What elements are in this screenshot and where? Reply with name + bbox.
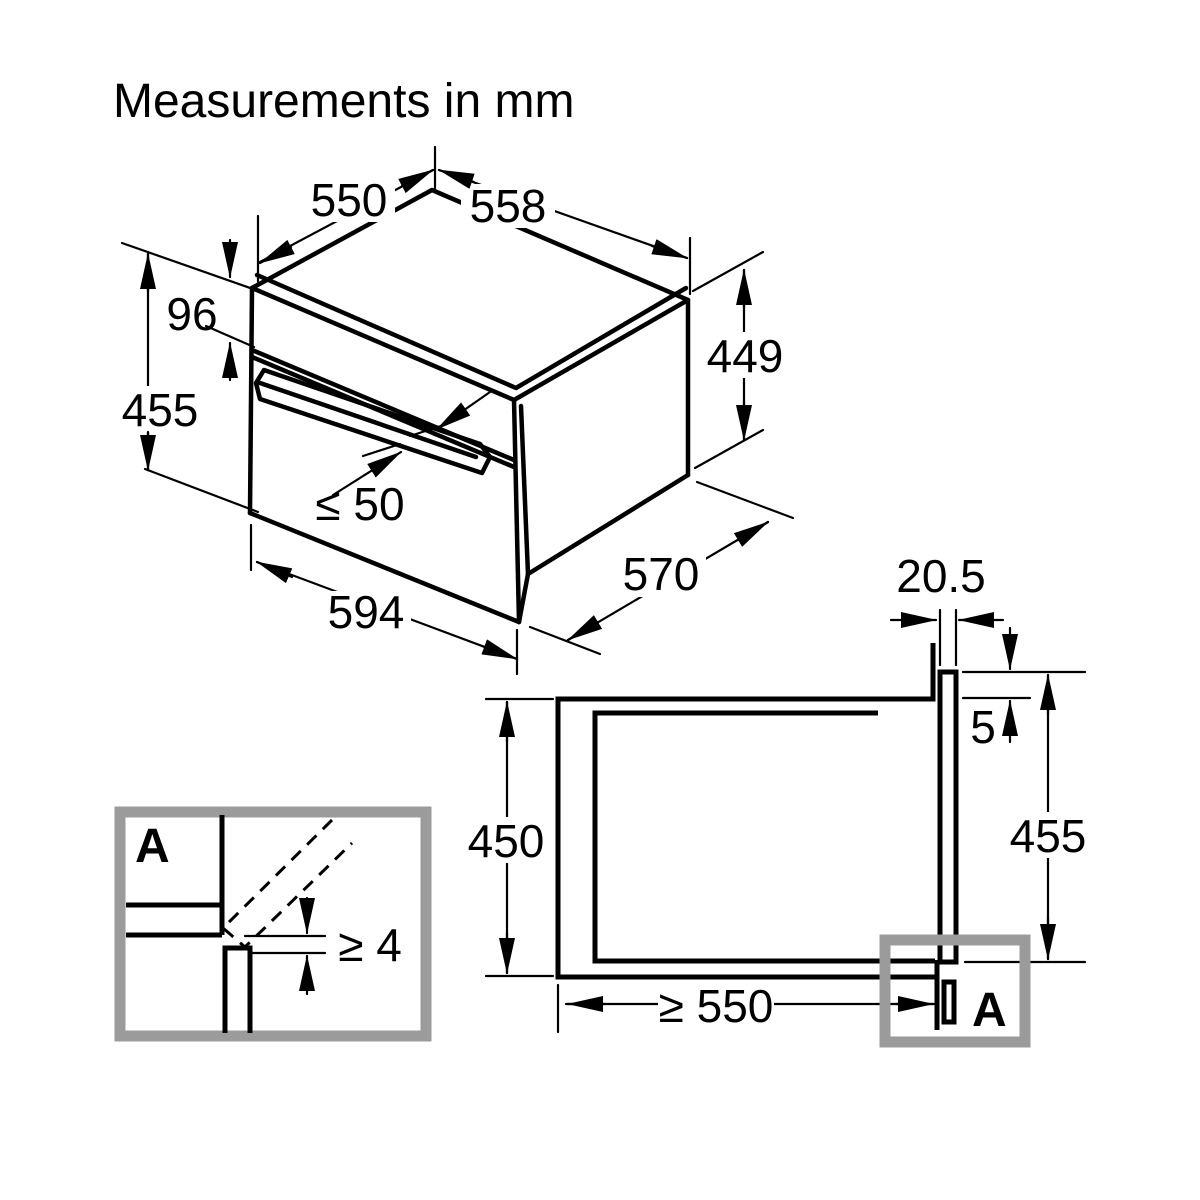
dim-449-label: 449 <box>707 330 784 382</box>
dim-455-front-label: 455 <box>122 384 199 436</box>
niche-extension-lines <box>484 608 1087 1034</box>
detail-marker-a-label: A <box>972 984 1007 1037</box>
detail-a-title-label: A <box>135 820 170 873</box>
dim-450-label: 450 <box>468 815 545 867</box>
dim-550-min-label: ≥ 550 <box>659 980 774 1032</box>
niche-dimension-arrows <box>499 612 1056 1012</box>
dim-4-min-label: ≥ 4 <box>338 919 402 971</box>
detail-a-view: A ≥ 4 <box>114 806 432 1042</box>
dim-455-panel-label: 455 <box>1010 810 1087 862</box>
dim-570-label: 570 <box>623 548 700 600</box>
dim-5-label: 5 <box>970 701 996 753</box>
dim-96-label: 96 <box>166 288 217 340</box>
dim-handle-label: ≤ 50 <box>315 478 404 530</box>
iso-dimension-arrows <box>140 168 770 661</box>
dim-20-5-label: 20.5 <box>896 550 986 602</box>
open-door-dashed-outline <box>220 818 354 950</box>
detail-marker-box <box>879 934 1031 1048</box>
dim-550-label: 550 <box>311 174 388 226</box>
detail-a-border <box>114 806 432 1042</box>
page-title: Measurements in mm <box>113 75 575 128</box>
dim-558-label: 558 <box>470 180 547 232</box>
oven-isometric-view: 550 558 96 455 449 ≤ 50 594 570 <box>114 145 795 676</box>
dim-594-label: 594 <box>328 586 405 638</box>
niche-section-view: 20.5 5 455 450 ≥ 550 A <box>460 550 1094 1048</box>
oven-handle <box>253 367 493 476</box>
